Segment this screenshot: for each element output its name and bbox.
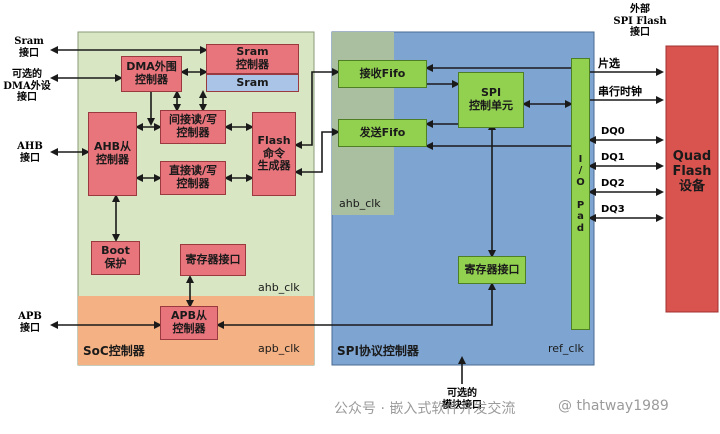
soc-ahb-clk-label: ahb_clk — [258, 281, 300, 294]
spi-control-unit: SPI 控制单元 — [458, 72, 524, 128]
sram-port-label: Sram 接口 — [14, 36, 44, 59]
spi-flash-port-label: 外部 SPI Flash 接口 — [613, 4, 667, 38]
spi-register-interface: 寄存器接口 — [458, 256, 526, 284]
quad-flash-label: Quad Flash 设备 — [672, 149, 712, 194]
apb-spi-reg-line — [216, 282, 496, 329]
spi-ahb-clk-label: ahb_clk — [339, 197, 381, 210]
rx-fifo: 接收Fifo — [338, 60, 427, 88]
apb-slave-controller: APB从 控制器 — [160, 306, 218, 340]
indirect-rw-controller: 间接读/写 控制器 — [160, 110, 226, 144]
ahb-port-label: AHB 接口 — [17, 141, 43, 164]
quad-flash-device — [665, 45, 719, 313]
tx-fifo: 发送Fifo — [338, 119, 427, 147]
soc-name-label: SoC控制器 — [83, 344, 145, 358]
watermark-handle: @ thatway1989 — [558, 398, 669, 414]
soc-apb-clk-label: apb_clk — [258, 342, 300, 355]
sram-controller: Sram 控制器 — [206, 44, 299, 74]
ahb-slave-controller: AHB从 控制器 — [88, 112, 137, 196]
soc-register-interface: 寄存器接口 — [180, 244, 246, 276]
dq2-label: DQ2 — [601, 178, 625, 189]
dq1-label: DQ1 — [601, 152, 625, 163]
sram-block: Sram — [206, 74, 299, 92]
flash-tx-line — [294, 128, 340, 176]
spi-ref-clk-label: ref_clk — [548, 342, 584, 355]
cs-label: 片选 — [598, 57, 620, 70]
dma-port-label: 可选的 DMA外设 接口 — [3, 69, 51, 103]
watermark-account: 公众号 · 嵌入式软件开发交流 — [334, 401, 516, 417]
optional-port-label: 可选的 模块接口 — [442, 388, 482, 411]
flash-command-generator: Flash 命令 生成器 — [252, 112, 296, 196]
dq0-label: DQ0 — [601, 126, 625, 137]
sclk-label: 串行时钟 — [598, 85, 642, 98]
dq3-label: DQ3 — [601, 204, 625, 215]
io-pad: I / O P a d — [571, 58, 590, 330]
dma-controller: DMA外围 控制器 — [121, 56, 182, 92]
spi-name-label: SPI协议控制器 — [337, 344, 419, 358]
apb-port-label: APB 接口 — [18, 311, 42, 334]
direct-rw-controller: 直接读/写 控制器 — [160, 161, 226, 195]
boot-protection: Boot 保护 — [91, 241, 140, 275]
